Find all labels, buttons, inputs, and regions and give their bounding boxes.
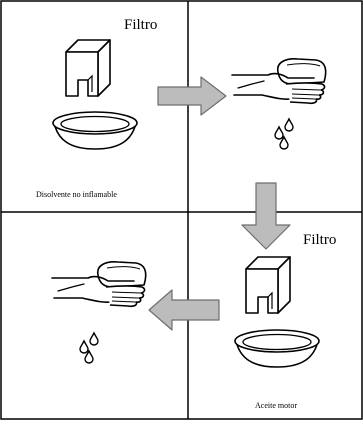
- squeezing-hand-icon: [52, 262, 146, 306]
- drops-icon: [275, 119, 293, 149]
- filter-label-bottom: Filtro: [303, 233, 336, 248]
- arrow-right-icon: [158, 77, 226, 115]
- caption-solvent: Disolvente no inflamable: [36, 191, 117, 199]
- basin-icon: [235, 330, 319, 367]
- filter-icon: [66, 40, 110, 96]
- squeezing-hand-icon: [232, 59, 326, 103]
- drops-icon: [80, 333, 98, 363]
- arrow-left-icon: [149, 290, 219, 330]
- filter-label-top: Filtro: [124, 18, 157, 33]
- caption-engine-oil: Aceite motor: [255, 402, 297, 410]
- filter-icon: [246, 257, 290, 313]
- arrow-down-icon: [242, 183, 290, 249]
- basin-icon: [53, 112, 137, 149]
